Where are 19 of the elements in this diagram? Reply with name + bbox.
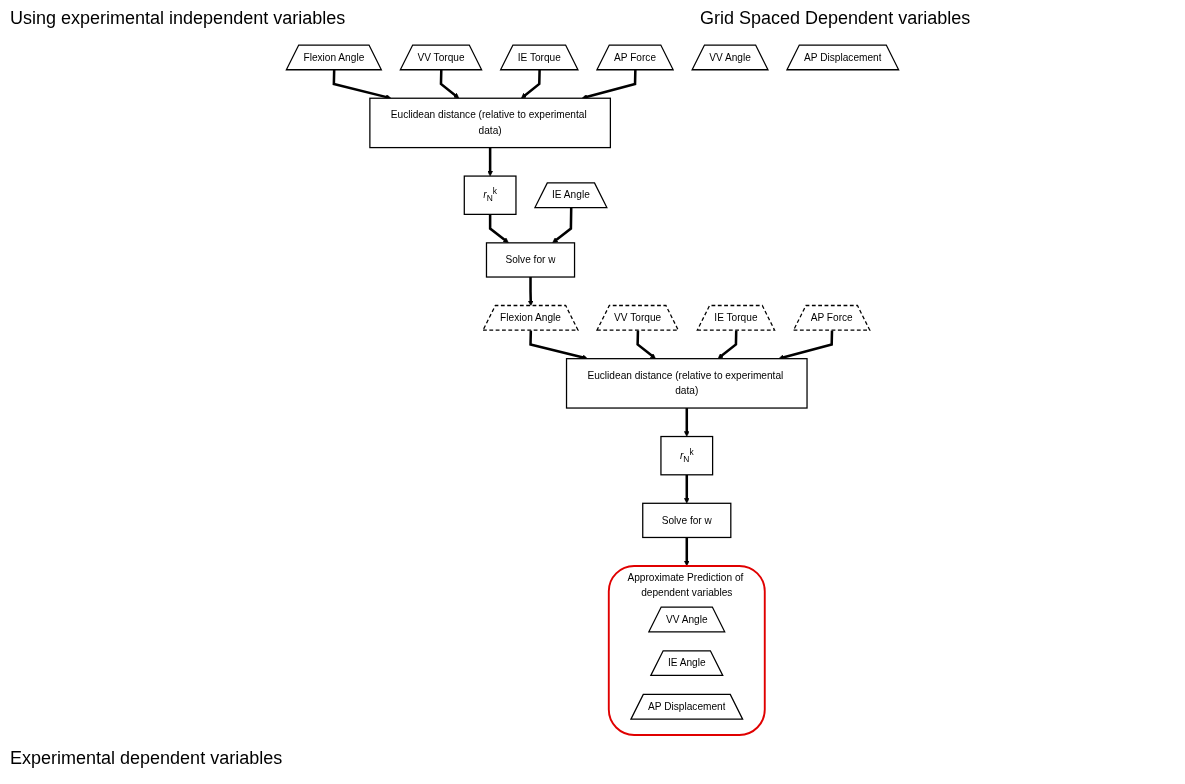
arrow [684,474,690,504]
arrow [552,207,573,244]
node-box: Euclidean distance (relative to experimental data) [565,358,808,409]
arrow [487,147,493,177]
arrow [488,214,509,244]
section-heading: Experimental dependent variables [10,748,283,769]
arrow [521,70,541,99]
node-box: Euclidean distance (relative to experimental data) [369,97,611,149]
arrow [684,537,690,567]
section-heading: Grid Spaced Dependent variables [700,8,971,29]
arrow [439,70,460,99]
arrow [684,408,690,437]
arrow [636,330,656,359]
section-heading: Using experimental independent variables [10,8,346,29]
node-box: Solve for w [642,502,732,539]
arrow [717,330,738,359]
node-box: Solve for w [485,242,576,278]
arrow [581,70,637,100]
arrow [332,70,392,100]
